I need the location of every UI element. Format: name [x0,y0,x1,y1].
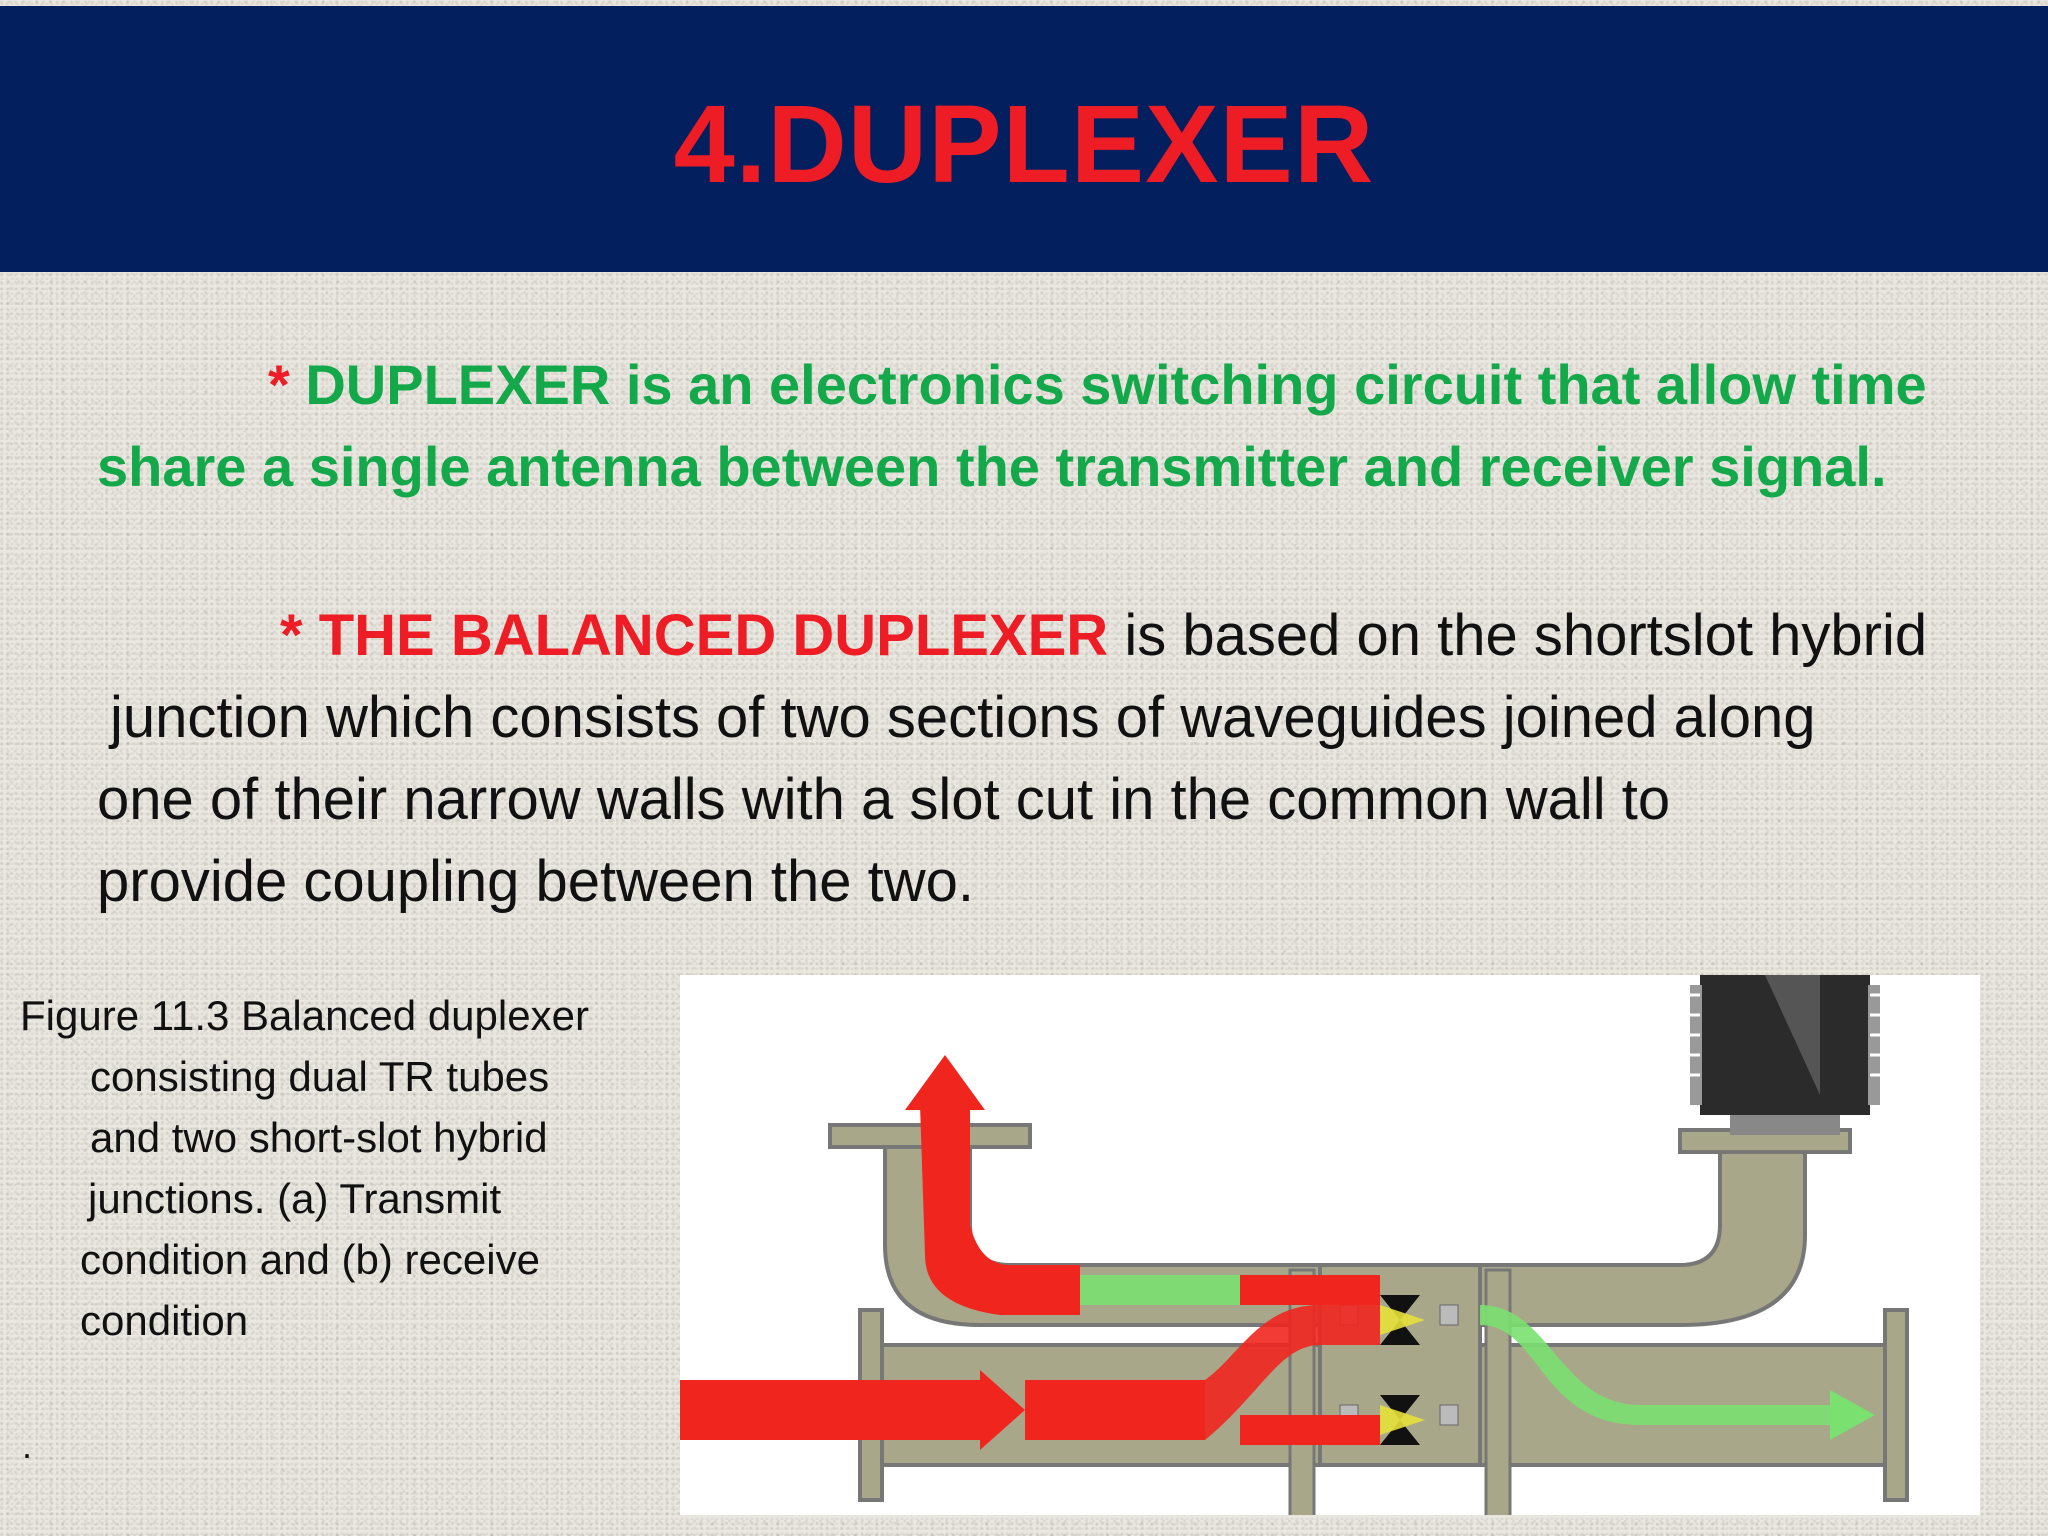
caption-line-4: junctions. (a) Transmit [88,1175,502,1222]
receive-output-arrow [1830,1390,1875,1440]
caption-line-2: consisting dual TR tubes [90,1053,550,1100]
balanced-duplexer-line-2: junction which consists of two sections … [110,685,1816,750]
stray-dot: . [22,1425,33,1466]
receive-flow [1080,1275,1240,1305]
definition-line-2: share a single antenna between the trans… [97,435,1887,498]
lower-right-flange [1883,1308,1909,1502]
balanced-duplexer-text-1: is based on the shortslot hybrid [1108,603,1928,668]
slide-title: 4.DUPLEXER [673,82,1375,206]
caption-line-1: Figure 11.3 Balanced duplexer [20,992,589,1039]
balanced-duplexer-line-4: provide coupling between the two. [97,849,975,914]
balanced-duplexer-line-1: * THE BALANCED DUPLEXER is based on the … [280,602,1927,669]
tr-cell-bottom [1380,1395,1420,1420]
caption-line-5: condition and (b) receive [80,1236,540,1283]
tr-tube-load [1690,975,1880,1135]
figure-caption: Figure 11.3 Balanced duplexer consisting… [20,985,589,1351]
transmit-cross-path [1205,1305,1380,1440]
caption-line-3: and two short-slot hybrid [90,1114,548,1161]
bullet-star: * [268,353,290,416]
duplexer-diagram [680,975,1909,1515]
duplexer-figure [680,975,1980,1515]
transmit-input-arrow [680,1380,980,1440]
transmit-up-flow [920,1105,1080,1315]
right-bend-waveguide [1478,1143,1807,1327]
balanced-duplexer-highlight: THE BALANCED DUPLEXER [318,603,1109,668]
definition-text-1: DUPLEXER is an electronics switching cir… [305,353,1927,416]
tr-cell-top [1380,1295,1420,1320]
title-bar: 4.DUPLEXER [0,6,2048,272]
transmit-output-arrow [905,1055,985,1110]
definition-line-1: * DUPLEXER is an electronics switching c… [268,352,1927,417]
balanced-duplexer-line-3: one of their narrow walls with a slot cu… [97,767,1671,832]
bullet-star-2: * [280,603,303,668]
caption-line-6: condition [80,1297,249,1344]
